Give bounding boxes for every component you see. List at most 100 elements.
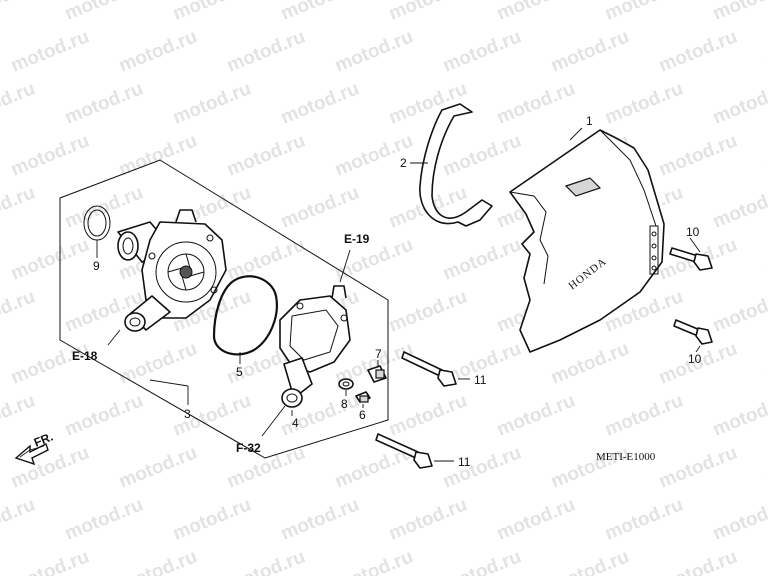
watermark-text: motod.ru [440, 130, 524, 180]
watermark-text: motod.ru [548, 26, 632, 76]
watermark-text: motod.ru [764, 338, 768, 388]
watermark-text: motod.ru [0, 182, 38, 232]
watermark-text: motod.ru [278, 182, 362, 232]
leader-e19 [339, 249, 351, 283]
callout-5: 5 [236, 365, 243, 379]
callout-2: 2 [400, 156, 407, 170]
watermark-text: motod.ru [656, 442, 740, 492]
watermark-text: motod.ru [332, 546, 416, 576]
washer-part-8 [338, 378, 354, 390]
reference-e19: E-19 [344, 232, 370, 246]
watermark-text: motod.ru [116, 546, 200, 576]
bolt-part-10-lower [673, 319, 713, 345]
watermark-text: motod.ru [656, 26, 740, 76]
watermark-text: motod.ru [440, 442, 524, 492]
water-pump-part-3 [117, 209, 227, 332]
front-arrow-icon [14, 443, 49, 466]
callout-10-lower: 10 [688, 352, 702, 366]
watermark-text: motod.ru [8, 442, 92, 492]
watermark-text: motod.ru [8, 26, 92, 76]
watermark-text: motod.ru [656, 546, 740, 576]
bolt-part-7 [367, 365, 387, 383]
watermark-text: motod.ru [440, 26, 524, 76]
watermark-text: motod.ru [0, 390, 38, 440]
watermark-text: motod.ru [386, 494, 470, 544]
watermark-text: motod.ru [0, 0, 38, 25]
watermark-text: motod.ru [710, 390, 768, 440]
watermark-text: motod.ru [548, 442, 632, 492]
watermark-text: motod.ru [8, 546, 92, 576]
watermark-text: motod.ru [278, 78, 362, 128]
watermark-text: motod.ru [710, 78, 768, 128]
callout-11-upper: 11 [474, 373, 487, 387]
bolt-part-10-upper [669, 247, 713, 271]
leader-1 [569, 127, 583, 141]
watermark-text: motod.ru [224, 234, 308, 284]
watermark-text: motod.ru [494, 494, 578, 544]
watermark-text: motod.ru [764, 442, 768, 492]
watermark-text: motod.ru [116, 130, 200, 180]
callout-11-lower: 11 [458, 455, 471, 469]
watermark-text: motod.ru [224, 26, 308, 76]
watermark-text: motod.ru [656, 130, 740, 180]
callout-9: 9 [93, 259, 100, 273]
watermark-text: motod.ru [0, 286, 38, 336]
leader-10-lower [695, 345, 701, 353]
watermark-text: motod.ru [170, 494, 254, 544]
watermark-text: motod.ru [440, 546, 524, 576]
watermark-text: motod.ru [494, 78, 578, 128]
watermark-text: motod.ru [170, 0, 254, 25]
watermark-text: motod.ru [0, 78, 38, 128]
watermark-text: motod.ru [602, 78, 686, 128]
watermark-text: motod.ru [764, 234, 768, 284]
watermark-text: motod.ru [62, 494, 146, 544]
watermark-text: motod.ru [386, 286, 470, 336]
pump-cover-part-4 [279, 285, 351, 408]
callout-10-upper: 10 [686, 225, 700, 239]
watermark-text: motod.ru [170, 390, 254, 440]
watermark-text: motod.ru [278, 0, 362, 25]
leader-e18 [107, 329, 121, 346]
bracket-part-2 [419, 103, 493, 227]
watermark-text: motod.ru [224, 546, 308, 576]
watermark-text: motod.ru [116, 26, 200, 76]
watermark-text: motod.ru [224, 130, 308, 180]
watermark-text: motod.ru [62, 390, 146, 440]
watermark-text: motod.ru [278, 494, 362, 544]
watermark-text: motod.ru [8, 234, 92, 284]
watermark-text: motod.ru [764, 546, 768, 576]
watermark-text: motod.ru [602, 390, 686, 440]
long-bolt-part-11-upper [401, 351, 457, 387]
callout-8: 8 [341, 397, 348, 411]
gasket-part-5 [212, 275, 278, 356]
watermark-text: motod.ru [710, 182, 768, 232]
bolt-part-6 [355, 391, 371, 403]
watermark-text: motod.ru [332, 26, 416, 76]
watermark-text: motod.ru [386, 390, 470, 440]
callout-3: 3 [184, 407, 191, 421]
leader-3 [149, 379, 189, 387]
watermark-text: motod.ru [0, 494, 38, 544]
assembly-outline [59, 159, 389, 459]
watermark-text: motod.ru [8, 338, 92, 388]
leader-f32 [261, 405, 286, 437]
watermark-text: motod.ru [764, 26, 768, 76]
watermark-text: motod.ru [62, 78, 146, 128]
side-cover-part-1: HONDA [509, 129, 665, 353]
watermark-text: motod.ru [710, 0, 768, 25]
diagram-code: METI-E1000 [596, 451, 656, 463]
watermark-text: motod.ru [710, 494, 768, 544]
watermark-text: motod.ru [440, 234, 524, 284]
long-bolt-part-11-lower [375, 433, 433, 469]
watermark-text: motod.ru [764, 130, 768, 180]
reference-f32: F-32 [236, 441, 261, 455]
leader-10-upper [689, 237, 701, 253]
watermark-text: motod.ru [548, 338, 632, 388]
watermark-text: motod.ru [710, 286, 768, 336]
reference-e18: E-18 [72, 349, 98, 363]
watermark-text: motod.ru [62, 0, 146, 25]
watermark-text: motod.ru [170, 78, 254, 128]
